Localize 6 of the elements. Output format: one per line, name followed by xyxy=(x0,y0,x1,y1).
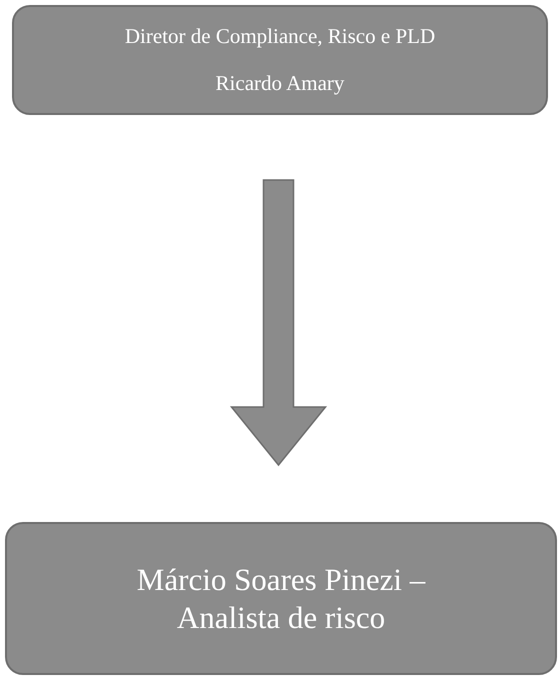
process-box xyxy=(5,522,557,675)
block-arrow xyxy=(230,179,328,466)
box-title: Diretor de Compliance, Risco e PLD xyxy=(124,24,436,49)
process-box xyxy=(12,5,548,115)
box-subtitle: Ricardo Amary xyxy=(216,71,344,96)
box-title: Márcio Soares Pinezi – Analista de risco xyxy=(136,561,426,636)
